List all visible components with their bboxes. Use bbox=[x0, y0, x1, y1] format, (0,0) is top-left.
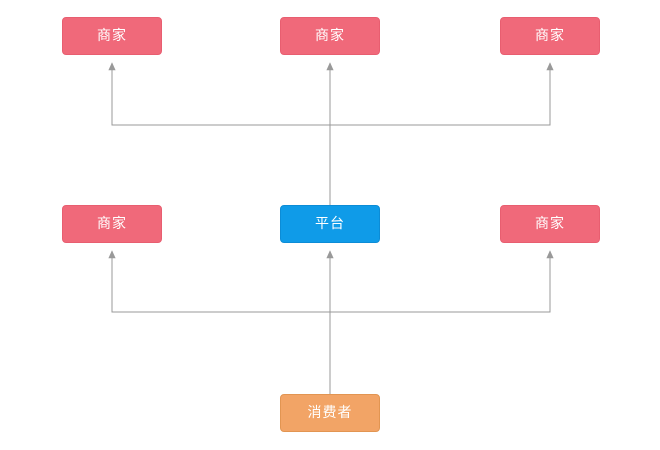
node-merchant-top-center[interactable]: 商家 bbox=[280, 17, 380, 55]
node-label: 商家 bbox=[97, 216, 127, 232]
node-consumer[interactable]: 消费者 bbox=[280, 394, 380, 432]
edge-group bbox=[108, 62, 554, 394]
node-merchant-mid-left[interactable]: 商家 bbox=[62, 205, 162, 243]
node-label: 商家 bbox=[97, 28, 127, 44]
node-label: 商家 bbox=[535, 216, 565, 232]
edge-platform-to-merchant-top-left bbox=[108, 62, 331, 205]
node-label: 消费者 bbox=[307, 405, 353, 421]
node-label: 商家 bbox=[535, 28, 565, 44]
edge-platform-to-merchant-top-right bbox=[329, 62, 554, 205]
node-merchant-mid-right[interactable]: 商家 bbox=[500, 205, 600, 243]
node-merchant-top-left[interactable]: 商家 bbox=[62, 17, 162, 55]
node-platform[interactable]: 平台 bbox=[280, 205, 380, 243]
node-label: 商家 bbox=[315, 28, 345, 44]
edge-consumer-to-merchant-mid-right bbox=[329, 250, 554, 394]
edge-consumer-to-merchant-mid-left bbox=[108, 250, 331, 394]
node-label: 平台 bbox=[315, 216, 345, 232]
node-merchant-top-right[interactable]: 商家 bbox=[500, 17, 600, 55]
